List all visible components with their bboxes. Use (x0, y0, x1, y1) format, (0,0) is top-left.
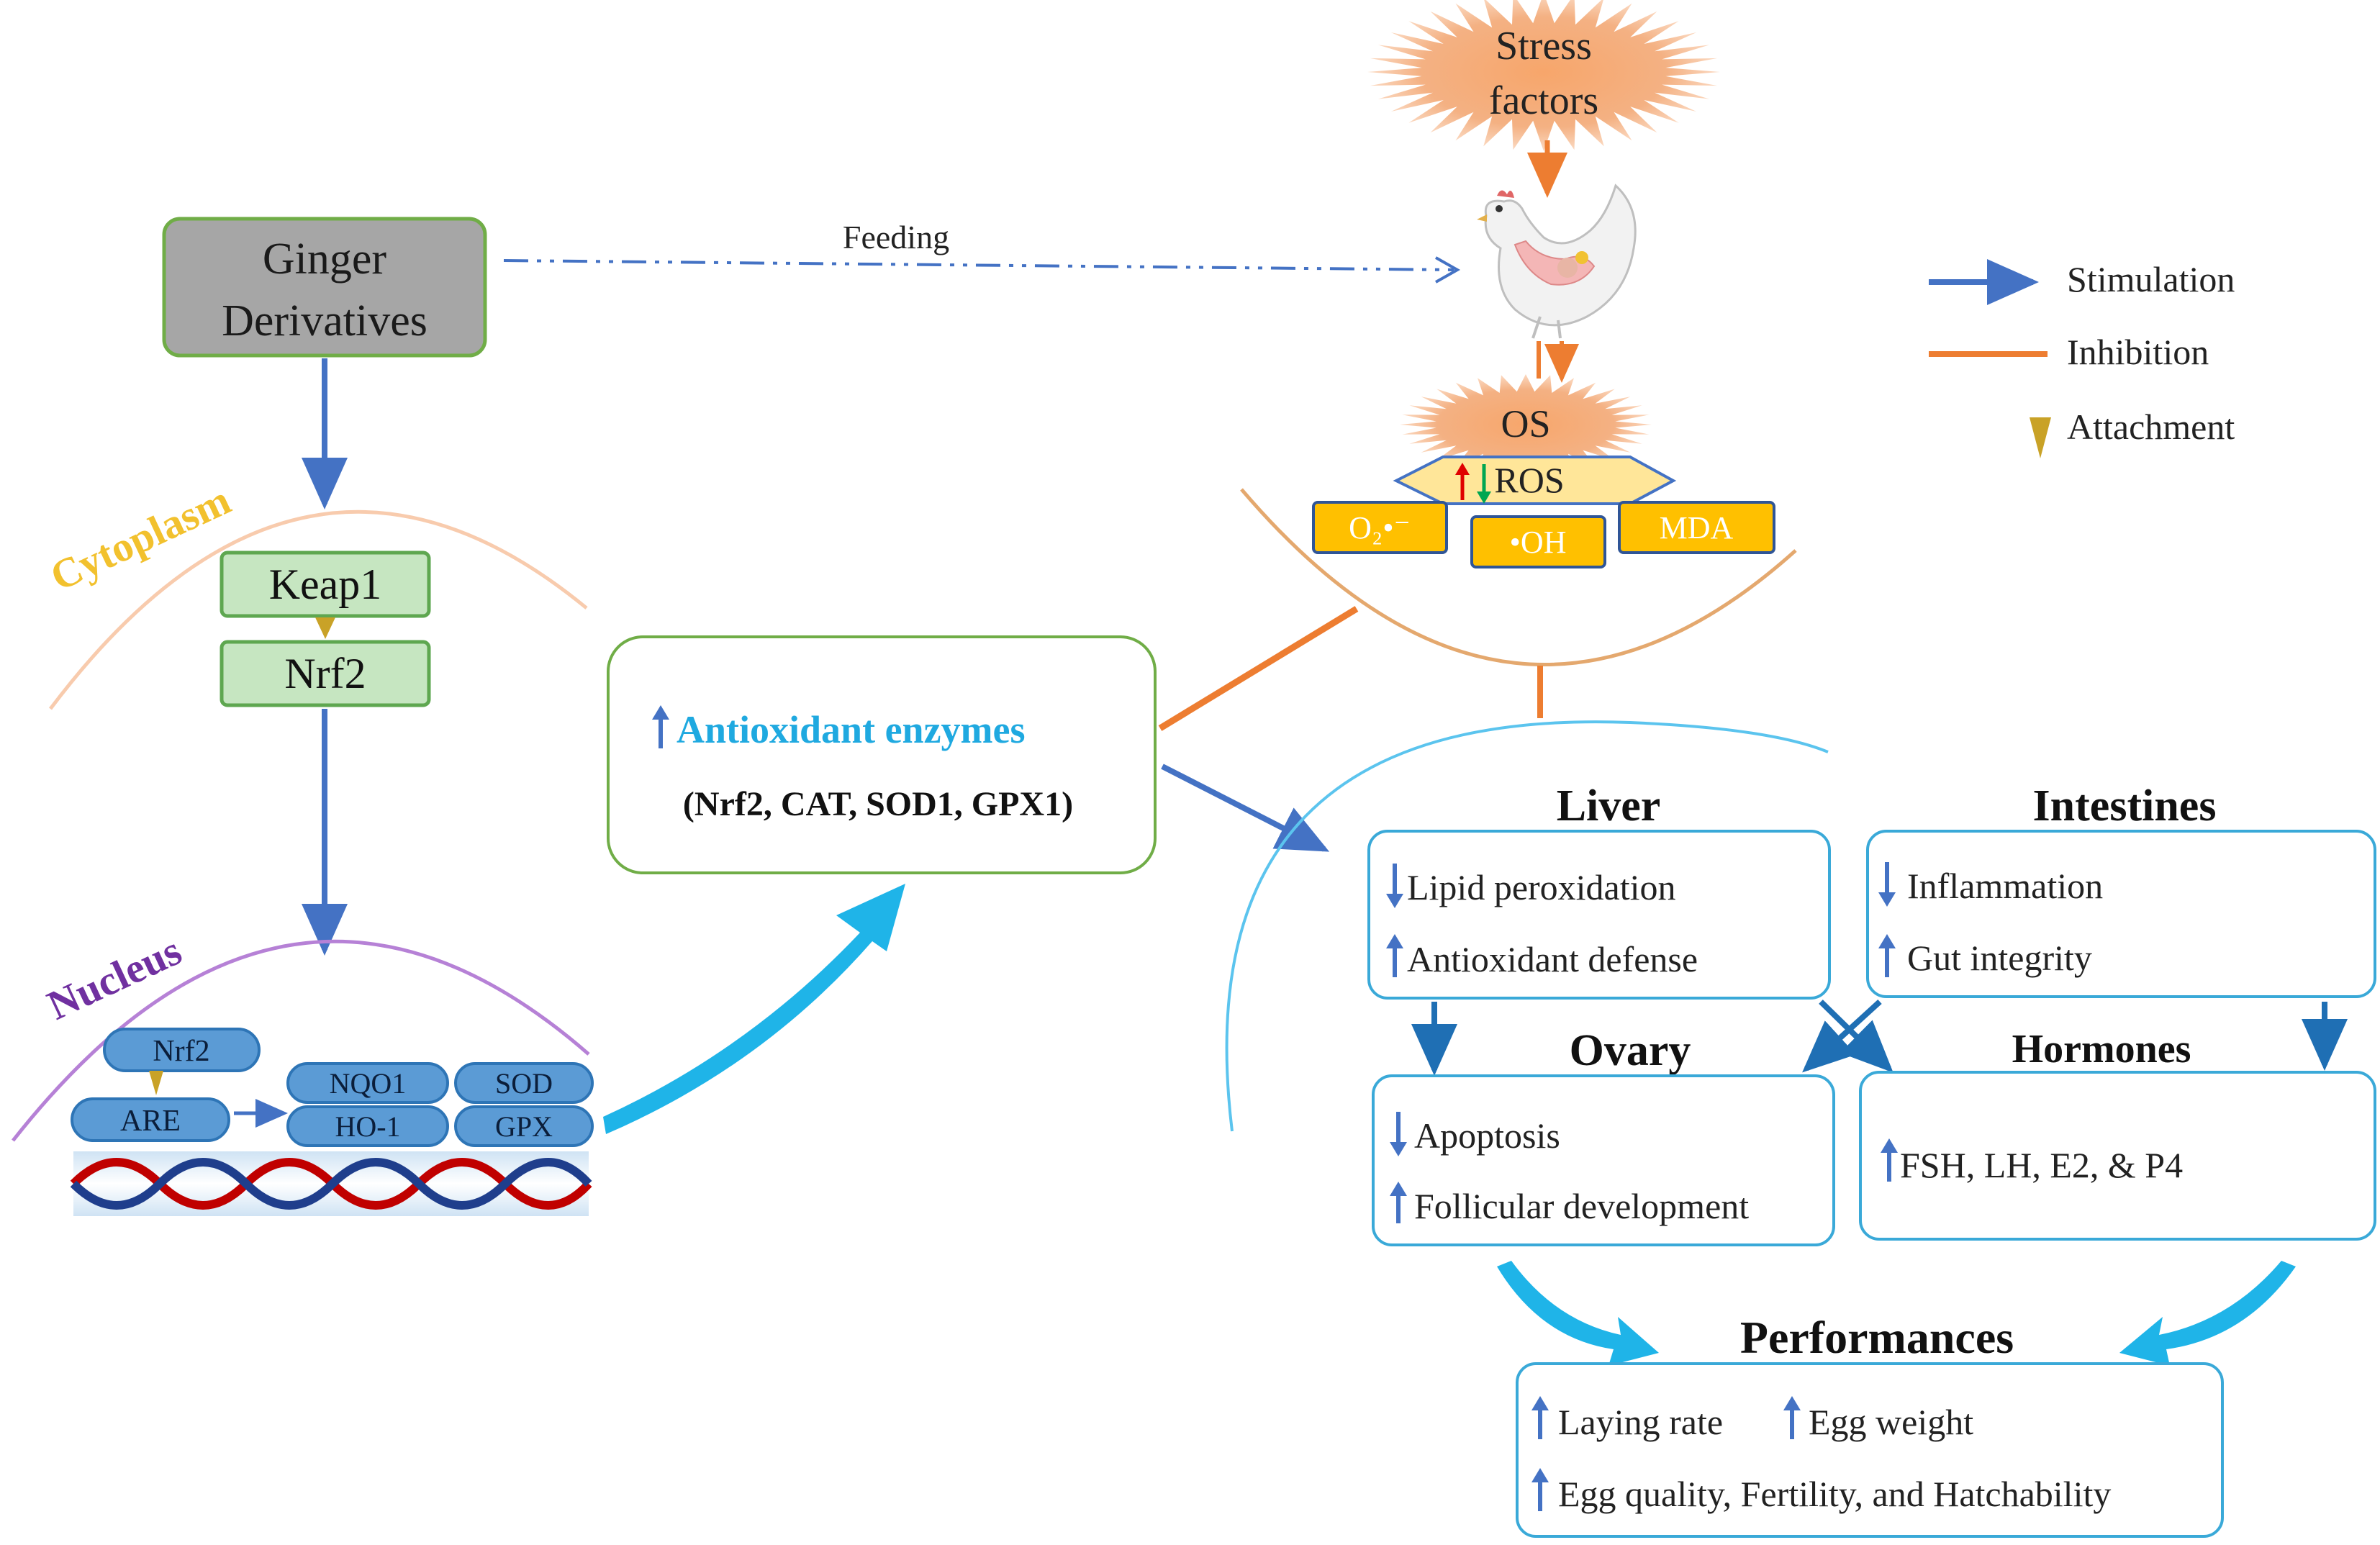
down-arrow-icon (1390, 1142, 1407, 1156)
liver-item1: Lipid peroxidation (1407, 867, 1676, 907)
liver-to-hormones-arrow (1819, 1000, 1893, 1073)
antioxidant-to-organs-arrow (1161, 764, 1330, 852)
performances-item1: Laying rate (1558, 1402, 1723, 1442)
os-burst: OS (1400, 374, 1652, 475)
performances-item3: Egg quality, Fertility, and Hatchability (1558, 1474, 2111, 1514)
dna-helix-icon (70, 1151, 592, 1216)
mda-label: MDA (1660, 510, 1734, 545)
ho1-pill: HO-1 (286, 1105, 449, 1147)
hormones-item1: FSH, LH, E2, & P4 (1900, 1145, 2183, 1185)
gpx-pill: GPX (454, 1105, 594, 1147)
up-arrow-icon (1531, 1468, 1549, 1482)
ros-hexagon: ROS (1393, 456, 1677, 505)
up-arrow-icon (652, 705, 669, 720)
nrf2-label: Nrf2 (284, 650, 366, 697)
gpx-label: GPX (495, 1110, 553, 1143)
keap1-box: Keap1 (220, 551, 431, 618)
keap1-label: Keap1 (269, 561, 382, 608)
ros-label: ROS (1494, 460, 1564, 500)
nucleus-label: Nucleus (40, 927, 189, 1029)
performances-title: Performances (1740, 1312, 2014, 1363)
feeding-arrow: Feeding (503, 219, 1461, 284)
hydroxyl-label: •OH (1510, 525, 1567, 560)
up-arrow-icon (1878, 934, 1896, 948)
performances-item2: Egg weight (1809, 1402, 1973, 1442)
antioxidant-inhibits-os-line (1158, 606, 1359, 731)
nucleus-nrf2-label: Nrf2 (153, 1035, 209, 1068)
hormones-title: Hormones (2012, 1027, 2191, 1071)
are-pill: ARE (71, 1097, 230, 1142)
up-arrow-icon (1783, 1396, 1801, 1410)
down-arrow-icon (1386, 894, 1403, 908)
down-arrow-icon (1878, 892, 1896, 907)
are-label: ARE (120, 1105, 181, 1138)
antioxidant-list: (Nrf2, CAT, SOD1, GPX1) (683, 785, 1073, 823)
ovary-title: Ovary (1570, 1026, 1691, 1075)
superoxide-label: O₂•⁻ (1349, 510, 1411, 545)
stress-factors-burst: Stress factors (1367, 0, 1720, 151)
ginger-line1: Ginger (263, 235, 387, 284)
nucleus-membrane (12, 939, 590, 1142)
nucleus-to-antioxidant-arrow (603, 884, 905, 1134)
cytoplasm-membrane (49, 509, 588, 710)
ovary-box: Apoptosis Follicular development (1372, 1074, 1835, 1246)
liver-title: Liver (1557, 781, 1661, 830)
hormones-to-performances-arrow (2119, 1261, 2296, 1366)
intestines-box: Inflammation Gut integrity (1866, 830, 2376, 998)
mda-box: MDA (1618, 501, 1775, 554)
antioxidant-title: Antioxidant enzymes (677, 708, 1026, 751)
sod-label: SOD (495, 1067, 553, 1100)
legend-attachment: Attachment (2067, 407, 2235, 447)
keap1-attachment-icon (315, 617, 335, 639)
hen-icon (1477, 184, 1637, 339)
intestines-title: Intestines (2033, 781, 2217, 830)
nucleus-nrf2-pill: Nrf2 (103, 1028, 261, 1072)
ros-up-arrow-icon (1455, 463, 1470, 475)
performances-box: Laying rate Egg weight Egg quality, Fert… (1516, 1362, 2224, 1538)
ginger-derivatives-node: Ginger Derivatives (162, 217, 487, 358)
ovary-item2: Follicular development (1414, 1186, 1749, 1226)
stress-line2: factors (1489, 78, 1598, 123)
up-arrow-icon (1390, 1182, 1407, 1196)
ginger-line2: Derivatives (222, 296, 427, 345)
intestines-to-ovary-arrow (1802, 1000, 1882, 1073)
stress-line1: Stress (1496, 24, 1592, 68)
os-cell-membrane (1240, 488, 1797, 666)
feeding-label: Feeding (843, 219, 949, 255)
legend-inhibition: Inhibition (2067, 332, 2209, 372)
up-arrow-icon (1531, 1396, 1549, 1410)
intestines-item2: Gut integrity (1907, 938, 2092, 978)
ros-down-arrow-icon (1477, 491, 1491, 504)
nucleus-attachment-icon (149, 1071, 163, 1095)
legend-stimulation: Stimulation (2067, 259, 2235, 299)
ovary-to-performances-arrow (1497, 1261, 1659, 1366)
liver-item2: Antioxidant defense (1407, 939, 1698, 979)
cytoplasm-label: Cytoplasm (43, 476, 237, 600)
attachment-legend-icon (2030, 417, 2051, 458)
liver-box: Lipid peroxidation Antioxidant defense (1367, 830, 1831, 1000)
legend: Stimulation Inhibition Attachment (1929, 259, 2235, 458)
up-arrow-icon (1881, 1138, 1898, 1153)
up-arrow-icon (1386, 934, 1403, 948)
intestines-item1: Inflammation (1907, 866, 2103, 906)
sod-pill: SOD (454, 1062, 594, 1104)
hydroxyl-box: •OH (1470, 515, 1606, 568)
nrf2-box: Nrf2 (220, 640, 431, 707)
superoxide-box: O₂•⁻ (1312, 501, 1448, 554)
ovary-item1: Apoptosis (1414, 1115, 1560, 1156)
organs-cell-membrane (1225, 720, 1829, 1132)
nqo1-label: NQO1 (330, 1067, 407, 1100)
os-label: OS (1501, 402, 1550, 445)
hormones-box: FSH, LH, E2, & P4 (1859, 1071, 2376, 1241)
ho1-label: HO-1 (335, 1110, 400, 1143)
antioxidant-enzymes-box: Antioxidant enzymes (Nrf2, CAT, SOD1, GP… (607, 635, 1157, 874)
nqo1-pill: NQO1 (286, 1062, 449, 1104)
